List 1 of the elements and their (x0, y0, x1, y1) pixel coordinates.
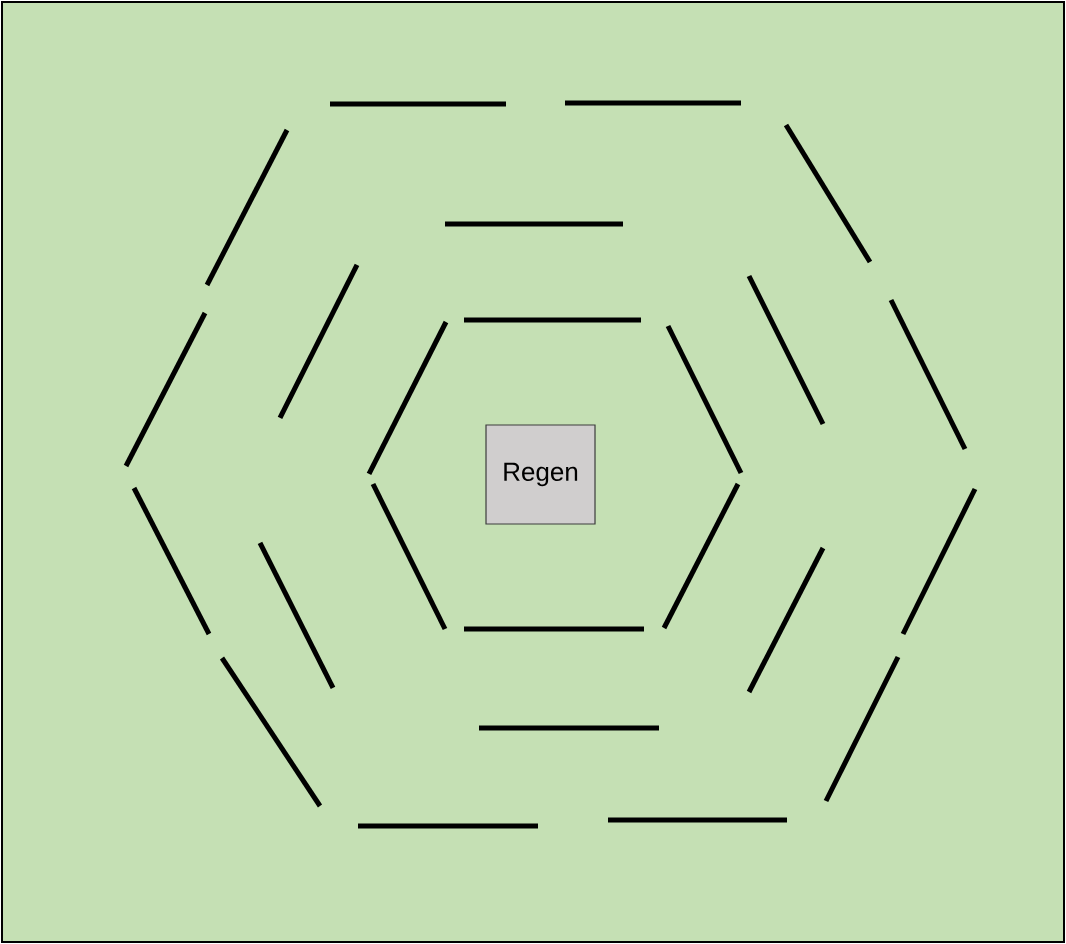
text-box: Regen (485, 424, 596, 525)
